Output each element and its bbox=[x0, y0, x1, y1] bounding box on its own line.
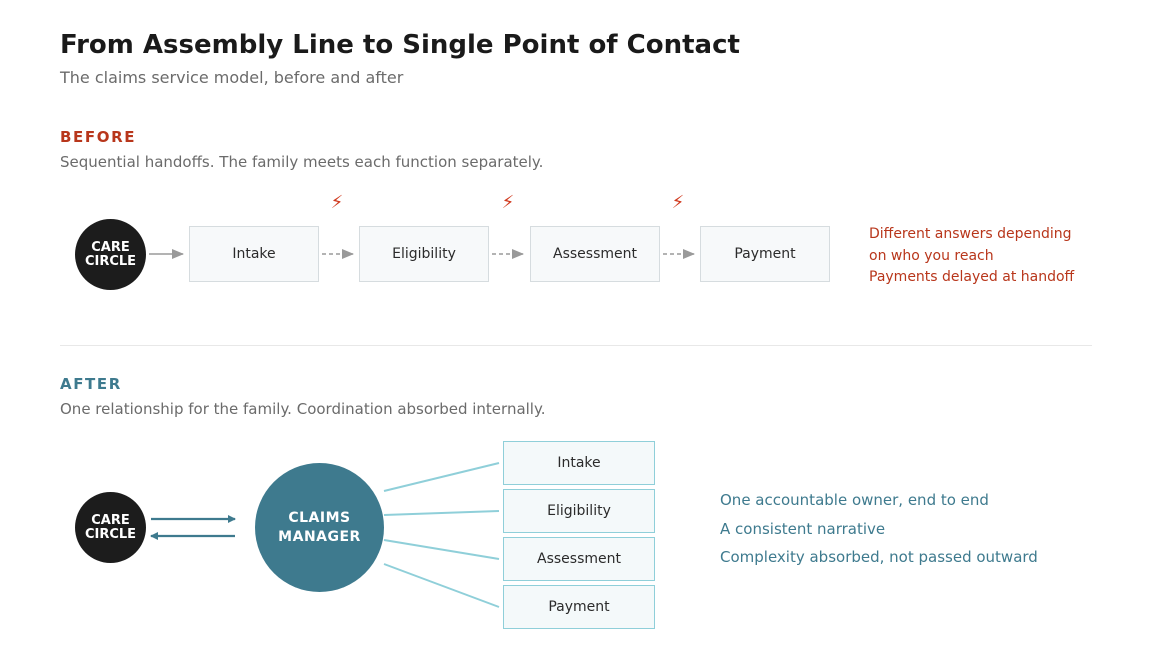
after-section-description: One relationship for the family. Coordin… bbox=[60, 400, 546, 418]
after-function-eligibility: Eligibility bbox=[503, 489, 655, 533]
after-note: One accountable owner, end to end bbox=[720, 491, 989, 509]
lightning-bolt-icon: ⚡ bbox=[330, 192, 344, 213]
before-step-intake: Intake bbox=[189, 226, 319, 282]
connector-manager-eligibility bbox=[383, 510, 500, 516]
lightning-bolt-icon: ⚡ bbox=[501, 192, 515, 213]
after-notes: One accountable owner, end to end A cons… bbox=[720, 486, 1038, 572]
after-function-assessment: Assessment bbox=[503, 537, 655, 581]
before-note: on who you reach bbox=[869, 247, 994, 264]
before-section-label: BEFORE bbox=[60, 128, 137, 146]
claims-manager-line1: CLAIMS bbox=[288, 509, 351, 526]
after-care-circle: CARE CIRCLE bbox=[75, 492, 146, 563]
before-care-circle: CARE CIRCLE bbox=[75, 219, 146, 290]
after-section-label: AFTER bbox=[60, 375, 122, 393]
after-note: Complexity absorbed, not passed outward bbox=[720, 548, 1038, 566]
before-section-description: Sequential handoffs. The family meets ea… bbox=[60, 153, 544, 171]
before-care-circle-line2: CIRCLE bbox=[84, 253, 137, 269]
after-care-circle-line2: CIRCLE bbox=[84, 526, 137, 542]
after-function-payment: Payment bbox=[503, 585, 655, 629]
lightning-bolt-icon: ⚡ bbox=[671, 192, 685, 213]
before-note: Different answers depending bbox=[869, 226, 1072, 242]
before-step-assessment: Assessment bbox=[530, 226, 660, 282]
page-title: From Assembly Line to Single Point of Co… bbox=[60, 30, 740, 60]
connector-manager-payment bbox=[383, 563, 500, 608]
after-care-circle-line1: CARE bbox=[91, 512, 130, 528]
claims-manager-circle: CLAIMS MANAGER bbox=[255, 463, 384, 592]
before-care-circle-line1: CARE bbox=[91, 239, 130, 255]
connector-manager-intake bbox=[383, 462, 500, 492]
before-note: Payments delayed at handoff bbox=[869, 269, 1075, 285]
claims-manager-line2: MANAGER bbox=[278, 528, 361, 545]
before-step-payment: Payment bbox=[700, 226, 830, 282]
connector-manager-assessment bbox=[383, 539, 500, 560]
before-notes: Different answers depending on who you r… bbox=[869, 224, 1074, 289]
after-function-intake: Intake bbox=[503, 441, 655, 485]
page-subtitle: The claims service model, before and aft… bbox=[60, 68, 404, 87]
section-divider bbox=[60, 345, 1092, 346]
before-step-eligibility: Eligibility bbox=[359, 226, 489, 282]
after-note: A consistent narrative bbox=[720, 519, 886, 538]
